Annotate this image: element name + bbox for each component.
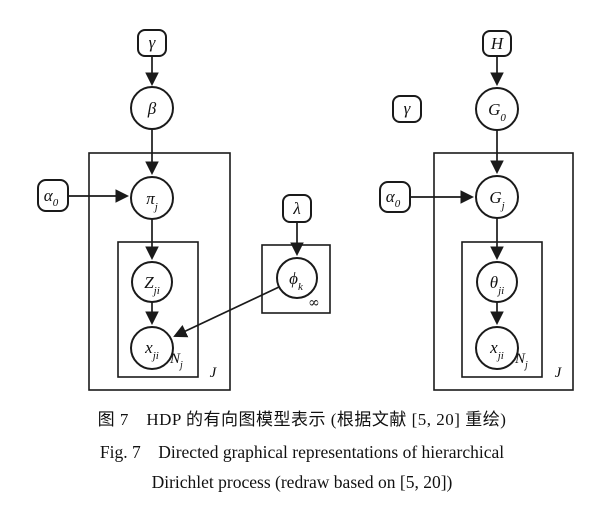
x-ji-label-sub-right: ji [496, 350, 504, 362]
left-model: γ α0 λ β [37, 29, 331, 391]
left-Nj-sub: j [178, 360, 183, 371]
edge-phi-to-x [173, 286, 280, 338]
gamma-box [137, 29, 167, 57]
right-alpha0-box [379, 181, 411, 213]
left-inner-plate-N [117, 241, 199, 378]
right-Nj-sub: j [523, 360, 528, 371]
G0-label: G0 [488, 100, 506, 124]
right-outer-plate-J [433, 152, 574, 391]
x-ji-circle-right [475, 326, 519, 370]
lambda-label-base: λ [292, 199, 300, 218]
z-ji-label-sub: ji [152, 285, 160, 297]
x-ji-circle-left [130, 326, 174, 370]
pi-j-circle [130, 176, 174, 220]
Gj-label: Gj [489, 188, 504, 212]
H-label: H [490, 34, 505, 53]
phi-k-node: ϕk [276, 257, 318, 299]
beta-label-base: β [147, 99, 157, 118]
z-ji-label-base: Z [144, 273, 154, 292]
H-label-base: H [490, 34, 505, 53]
phi-k-label: ϕk [289, 269, 304, 293]
left-outer-plate-label: J [210, 365, 218, 381]
caption-line-en-2: Dirichlet process (redraw based on [5, 2… [151, 472, 453, 492]
theta-ji-label-sub: ji [496, 285, 504, 297]
right-gamma-box [392, 95, 422, 123]
phi-k-circle [276, 257, 318, 299]
pi-j-node: πj [130, 176, 174, 220]
alpha0-label-base: α [44, 186, 54, 205]
theta-ji-label: θji [490, 273, 504, 297]
right-inner-plate-label: Nj [514, 351, 528, 371]
right-gamma-label: γ [404, 99, 412, 118]
phi-k-label-sub: k [298, 281, 304, 293]
gamma-label: γ [149, 33, 157, 52]
G0-label-sub: 0 [500, 112, 506, 124]
left-lambda-hyper-node: λ [282, 194, 312, 223]
theta-ji-label-base: θ [490, 273, 498, 292]
right-Nj-base: N [514, 351, 526, 367]
x-ji-label-base-right: x [489, 338, 498, 357]
lambda-label: λ [292, 199, 300, 218]
right-alpha0-hyper-node: α0 [379, 181, 411, 213]
pi-j-label-base: π [146, 189, 155, 208]
right-alpha0-label: α0 [386, 187, 401, 210]
Gj-circle [475, 175, 519, 219]
x-ji-label-base-left: x [144, 338, 153, 357]
phi-k-label-base: ϕ [289, 269, 298, 288]
x-ji-observed-node-right: xji [475, 326, 519, 370]
right-alpha0-label-base: α [386, 187, 396, 206]
hdp-diagram: γ α0 λ β [37, 29, 574, 391]
G0-label-base: G [488, 100, 500, 119]
H-box [482, 30, 512, 57]
beta-node: β [130, 86, 174, 130]
z-ji-node: Zji [131, 261, 173, 303]
right-inner-plate-N [461, 241, 543, 378]
theta-ji-node: θji [476, 261, 518, 303]
right-model: H γ α0 G0 [379, 30, 574, 391]
Gj-label-base: G [489, 188, 501, 207]
right-gamma-hyper-node: γ [392, 95, 422, 123]
right-alpha0-label-sub: 0 [395, 198, 401, 210]
left-gamma-hyper-node: γ [137, 29, 167, 57]
beta-label: β [147, 99, 157, 118]
alpha0-label: α0 [44, 186, 59, 209]
lambda-box [282, 194, 312, 223]
left-Nj-base: N [169, 351, 181, 367]
caption-line-zh: 图 7 HDP 的有向图模型表示 (根据文献 [5, 20] 重绘) [97, 410, 507, 429]
H-hyper-node: H [482, 30, 512, 57]
pi-j-label: πj [146, 189, 158, 213]
pi-j-label-sub: j [153, 201, 158, 213]
z-ji-label: Zji [144, 273, 160, 297]
figure-caption: 图 7 HDP 的有向图模型表示 (根据文献 [5, 20] 重绘) Fig. … [0, 405, 604, 501]
G0-node: G0 [475, 87, 519, 131]
caption-line-en-1: Fig. 7 Directed graphical representation… [99, 442, 505, 462]
left-alpha0-hyper-node: α0 [37, 179, 69, 212]
G0-circle [475, 87, 519, 131]
right-gamma-label-base: γ [404, 99, 412, 118]
right-outer-plate-label: J [555, 365, 563, 381]
z-ji-circle [131, 261, 173, 303]
x-ji-label-left: xji [144, 338, 159, 362]
alpha0-label-sub: 0 [53, 197, 59, 209]
left-inner-plate-label: Nj [169, 351, 183, 371]
left-outer-plate-J [88, 152, 231, 391]
x-ji-label-sub-left: ji [151, 350, 159, 362]
gamma-label-base: γ [149, 33, 157, 52]
theta-ji-circle [476, 261, 518, 303]
Gj-label-sub: j [500, 200, 505, 212]
beta-circle [130, 86, 174, 130]
x-ji-observed-node-left: xji [130, 326, 174, 370]
phi-plate-infinity-label: ∞ [308, 295, 320, 311]
x-ji-label-right: xji [489, 338, 504, 362]
alpha0-box [37, 179, 69, 212]
Gj-node: Gj [475, 175, 519, 219]
